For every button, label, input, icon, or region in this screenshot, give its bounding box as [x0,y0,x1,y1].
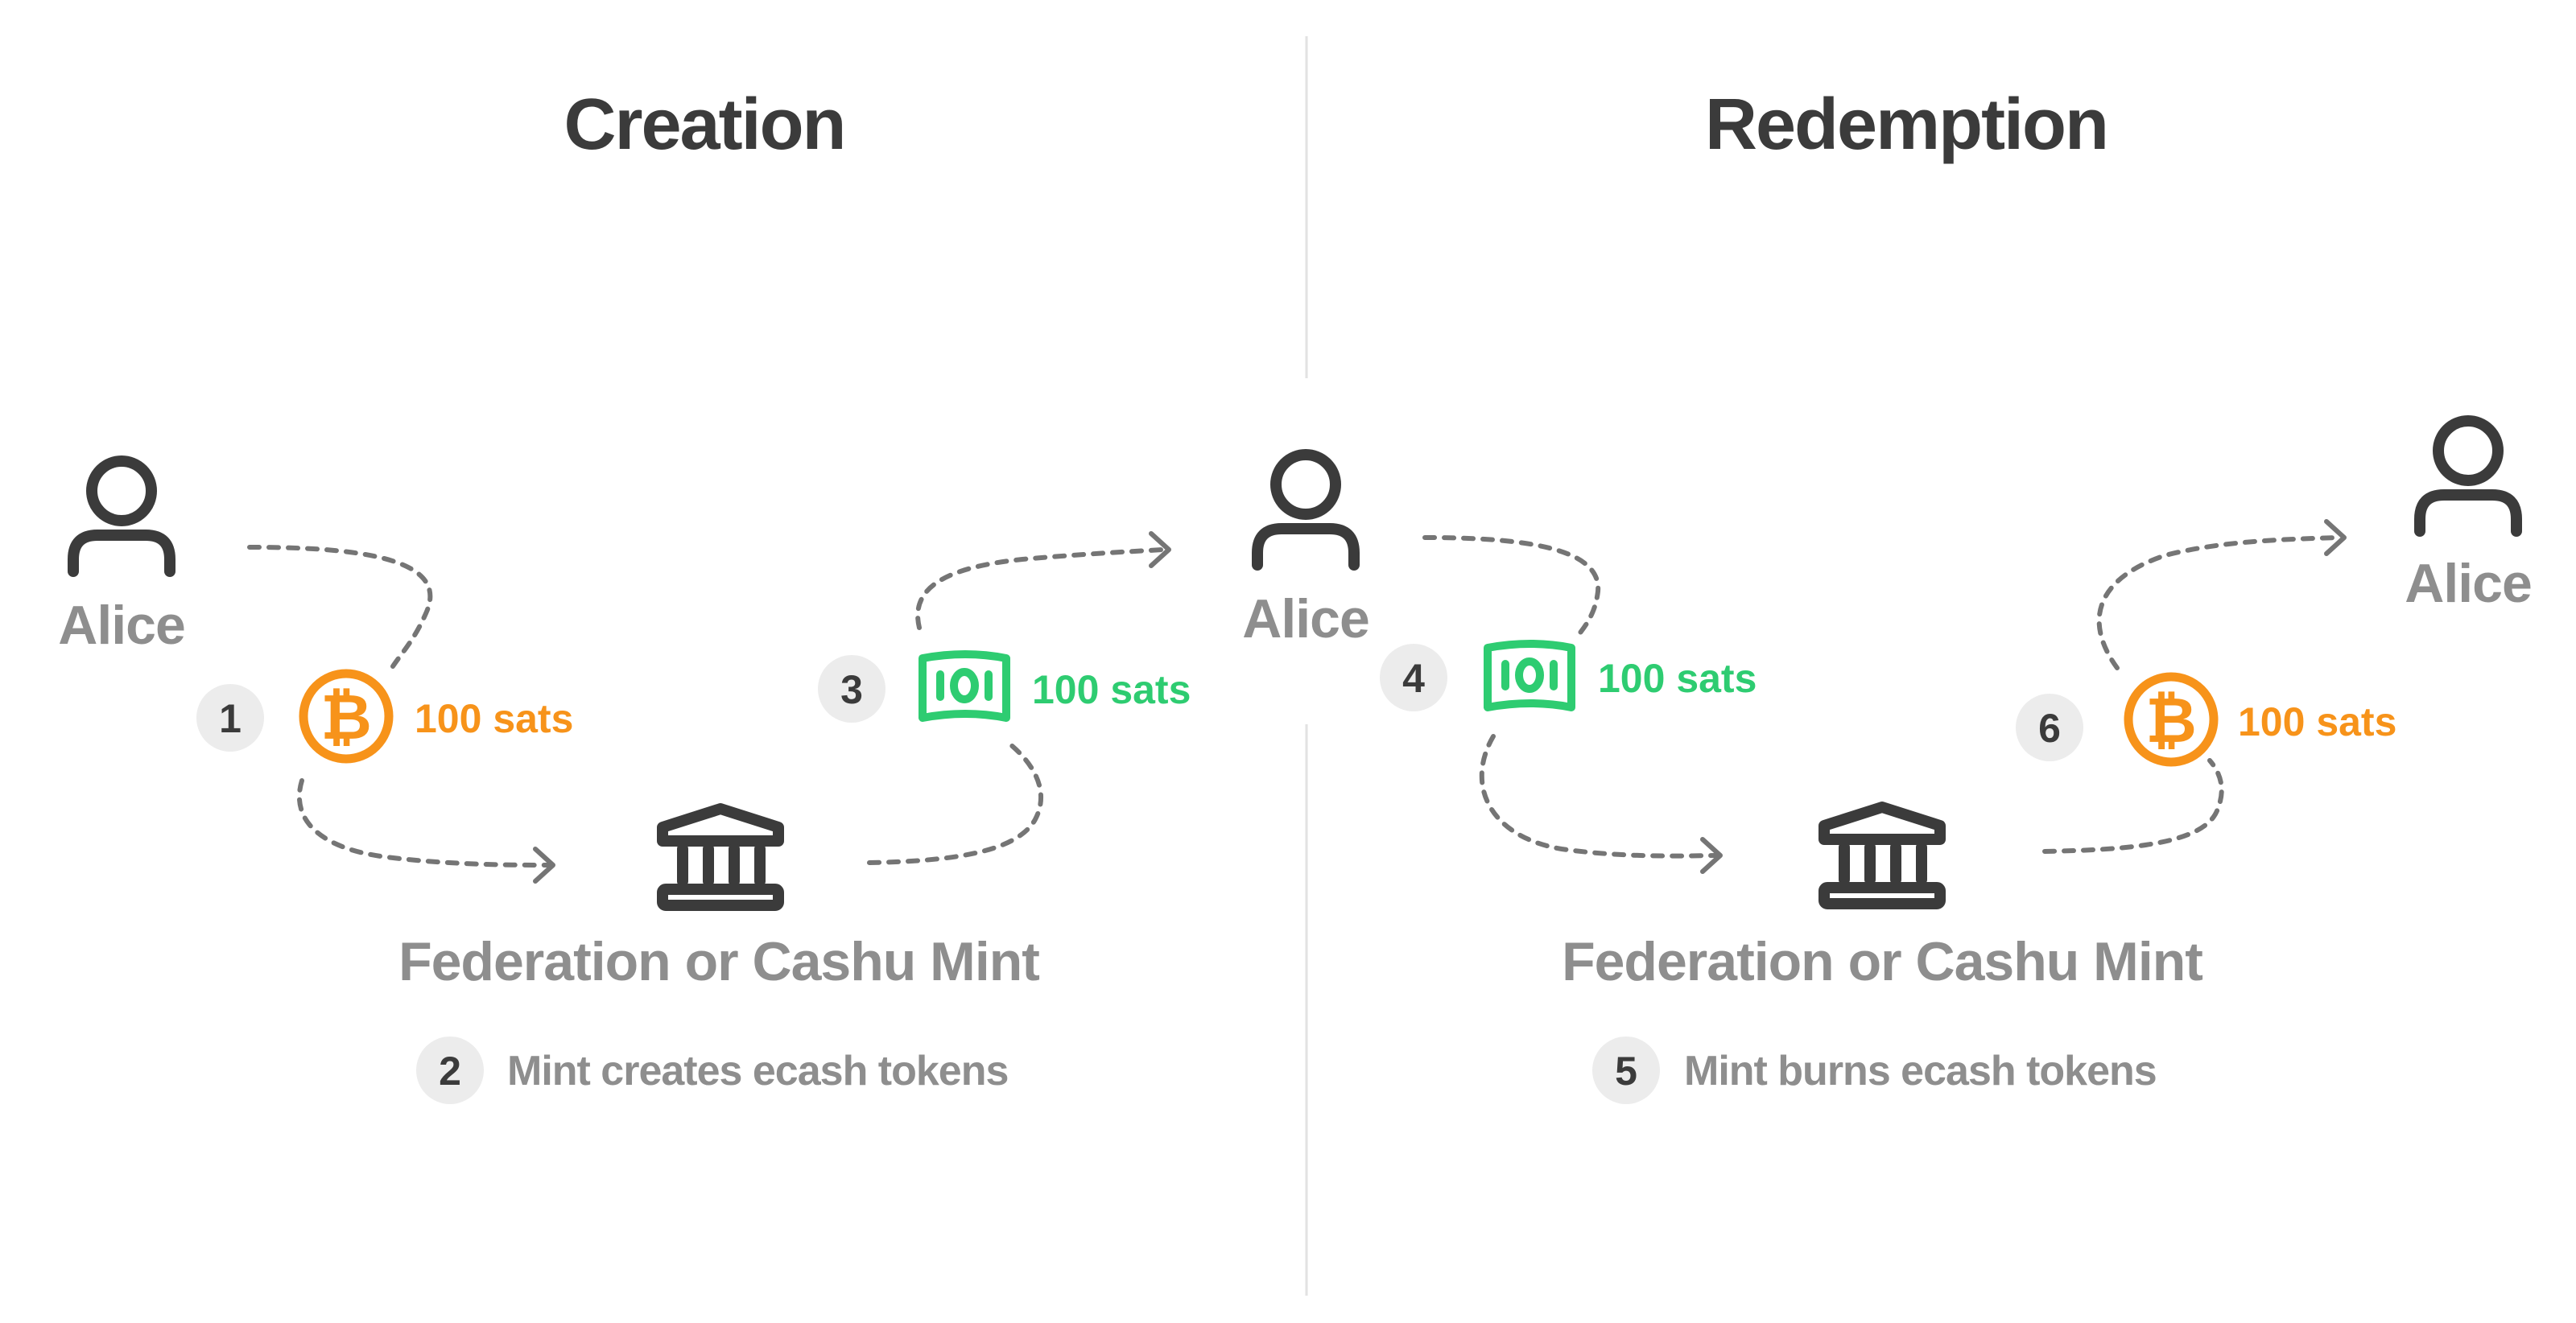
ecash-note-icon [919,650,1010,722]
arrow-to-alice-middle [1149,531,1171,568]
alice-redemption-label: Alice [2405,553,2532,614]
mint-creation-bank-icon [657,803,784,911]
alice-creation-label: Alice [58,595,185,656]
arrow-to-alice-redemption [2324,519,2347,556]
step-4-badge [1380,644,1447,711]
svg-text:₿: ₿ [320,682,372,754]
creation-title: Creation [564,84,844,165]
step-5-number: 5 [1615,1049,1637,1094]
step-4-amount: 100 sats [1598,656,1757,701]
flow-step1-to-mint [296,778,550,868]
alice-middle-label: Alice [1242,588,1369,649]
alice-redemption-person-icon [2414,415,2522,537]
mint-redemption-bank-icon [1818,802,1946,909]
step-1-badge [196,684,264,752]
step-1-amount: 100 sats [415,696,573,741]
bitcoin-icon: ₿ [2124,672,2219,767]
arrow-to-mint-redemption [1700,837,1723,874]
flow-step6-to-alice [2096,535,2341,670]
step-6-number: 6 [2038,706,2061,751]
svg-text:₿: ₿ [2145,685,2197,757]
flow-step4-to-mint [1479,734,1717,859]
step-3-amount: 100 sats [1032,667,1191,712]
alice-creation-person-icon [68,455,175,577]
flow-mint-to-step6 [2042,758,2224,854]
mint-redemption-label: Federation or Cashu Mint [1562,931,2202,992]
step-5-badge [1592,1037,1660,1104]
alice-middle-person-icon [1252,449,1360,571]
step-2-badge [416,1037,484,1104]
redemption-title: Redemption [1705,84,2107,165]
step-4-number: 4 [1402,656,1425,701]
step-6-amount: 100 sats [2238,699,2396,744]
flow-step3-to-alice [915,547,1166,630]
step-3-badge [818,655,886,723]
flow-mint-to-step3 [867,742,1044,865]
bitcoin-icon: ₿ [299,669,394,764]
mint-creation-label: Federation or Cashu Mint [398,931,1039,992]
step-2-description: Mint creates ecash tokens [507,1048,1008,1094]
flow-alice-to-step4 [1422,535,1601,638]
step-3-number: 3 [840,667,863,712]
step-5-description: Mint burns ecash tokens [1684,1048,2157,1094]
step-1-number: 1 [219,696,242,741]
step-2-number: 2 [439,1049,461,1094]
step-6-badge [2016,694,2083,761]
arrow-to-mint-creation [533,847,555,884]
ecash-note-icon [1484,640,1575,711]
flow-alice-to-step1 [247,545,433,669]
